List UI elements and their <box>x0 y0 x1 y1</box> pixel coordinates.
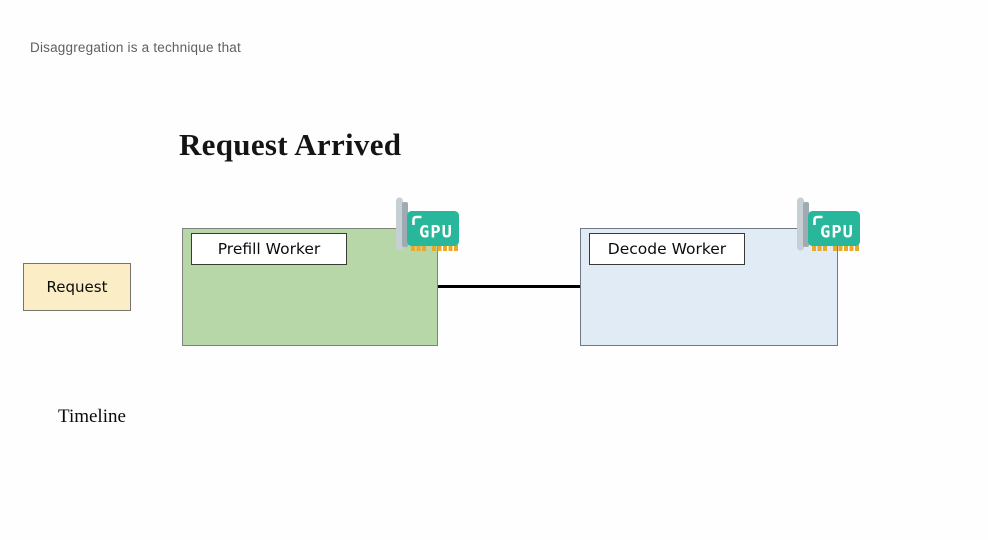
decode-worker-label: Decode Worker <box>589 233 745 265</box>
gpu-card-corner-mark <box>813 215 823 225</box>
gpu-card-body <box>808 211 860 246</box>
gpu-icon: GPU <box>396 197 459 251</box>
gpu-bracket-tab <box>402 202 408 247</box>
prefill-worker-label-text: Prefill Worker <box>217 240 321 258</box>
caption-text: Disaggregation is a technique that <box>30 40 241 55</box>
gpu-card-body <box>407 211 459 246</box>
gpu-card-corner-mark <box>412 215 422 225</box>
decode-worker-box: Decode Worker <box>580 228 838 346</box>
gpu-bracket-bar <box>396 197 403 251</box>
gpu-icon: GPU <box>797 197 860 251</box>
timeline-label: Timeline <box>58 406 126 427</box>
gpu-bracket-bar <box>797 197 804 251</box>
prefill-worker-label: Prefill Worker <box>191 233 347 265</box>
prefill-decode-connector-line <box>438 285 580 288</box>
gpu-bracket-tab <box>803 202 809 247</box>
gpu-pins <box>411 245 458 251</box>
gpu-card-text: GPU <box>419 223 453 243</box>
gpu-pins <box>812 245 859 251</box>
decode-worker-label-text: Decode Worker <box>607 240 727 258</box>
slide-title: Request Arrived <box>179 127 402 162</box>
request-box: Request <box>23 263 131 311</box>
gpu-card-text: GPU <box>820 223 854 243</box>
request-box-label: Request <box>46 278 108 296</box>
prefill-worker-box: Prefill Worker <box>182 228 438 346</box>
